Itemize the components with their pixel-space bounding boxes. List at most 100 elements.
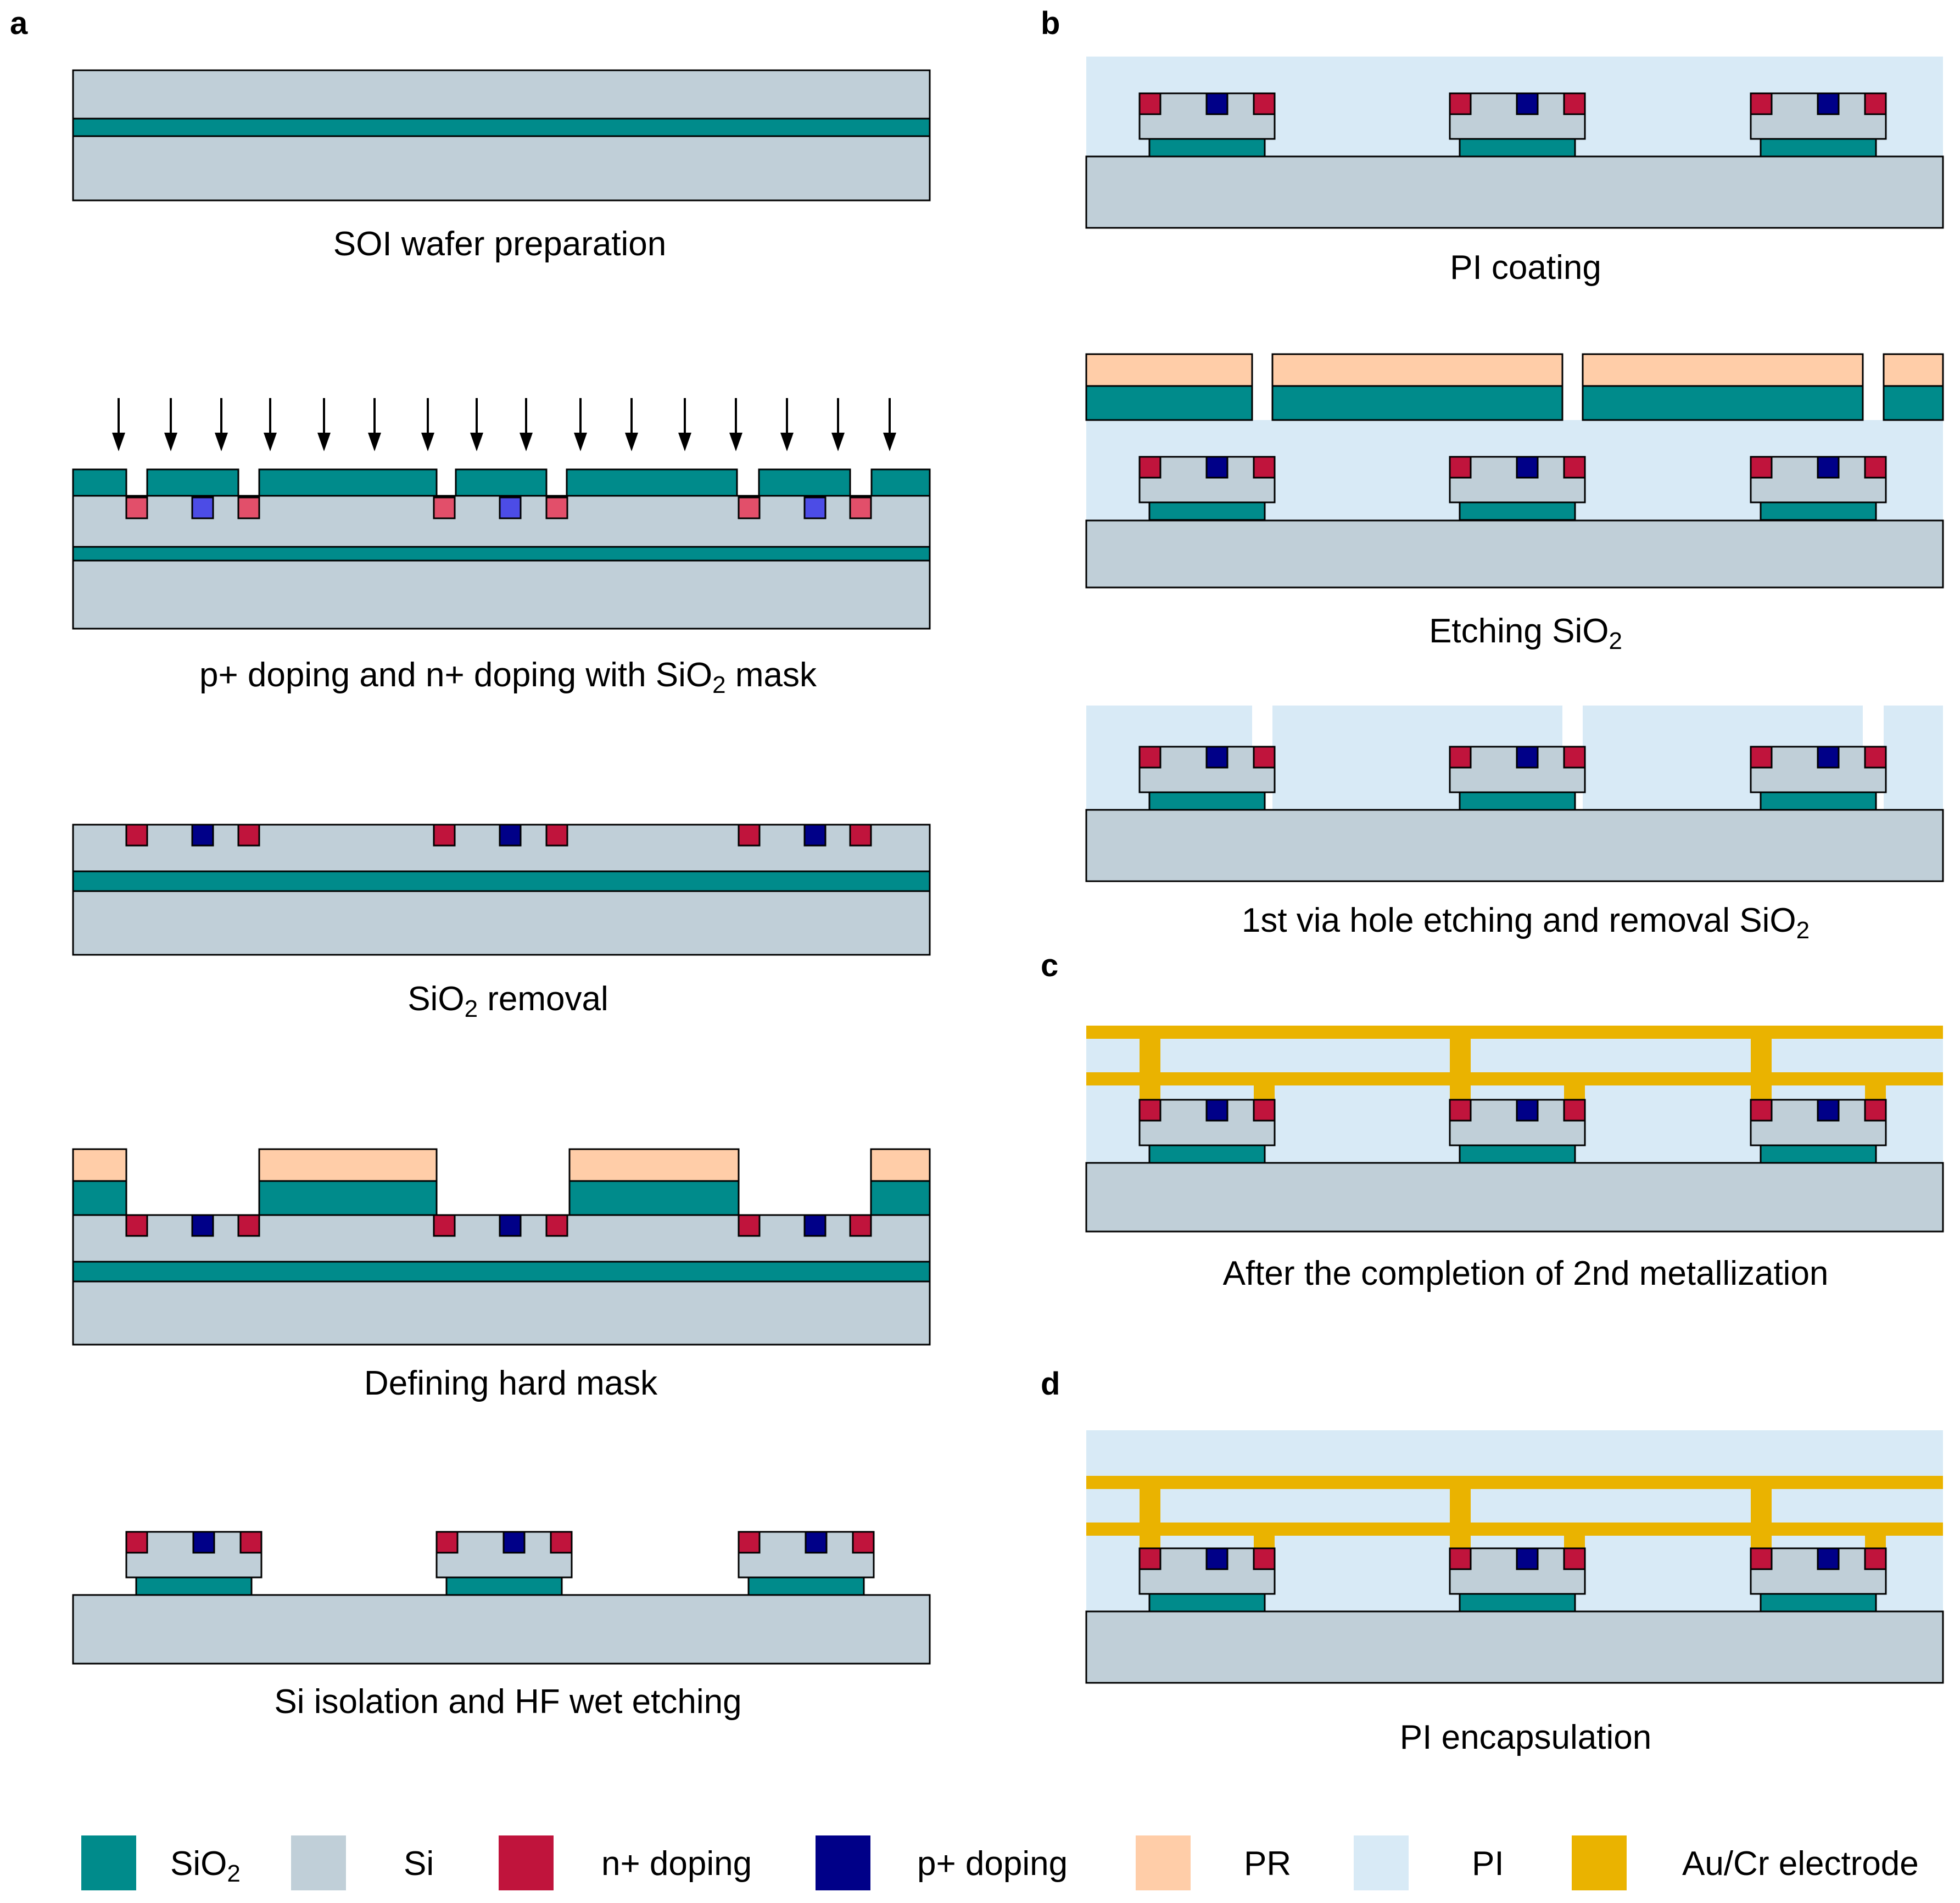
implant-arrow-head bbox=[625, 433, 638, 451]
sio2-pedestal bbox=[1148, 1144, 1266, 1164]
sio2-pedestal bbox=[747, 1576, 865, 1596]
n-doping-region bbox=[1563, 746, 1586, 769]
step-doping bbox=[72, 398, 931, 630]
n-doping-region bbox=[1563, 1547, 1586, 1570]
implant-arrow-head bbox=[883, 433, 896, 451]
n-doping-region bbox=[433, 496, 456, 519]
n-doping-region bbox=[1449, 92, 1472, 115]
step-etching-sio2 bbox=[1085, 353, 1944, 589]
n-doping-region bbox=[738, 1214, 761, 1237]
n-doping-region bbox=[545, 824, 568, 847]
caption-pi-encapsulation: PI encapsulation bbox=[1400, 1719, 1651, 1756]
n-doping-region bbox=[1253, 746, 1276, 769]
step-si-isolation bbox=[72, 1531, 931, 1665]
legend-label-sio2: SiO2 bbox=[170, 1845, 241, 1887]
n-doping-region bbox=[550, 1531, 573, 1554]
caption-soi-wafer: SOI wafer preparation bbox=[333, 225, 667, 263]
buried-oxide-layer bbox=[72, 117, 931, 137]
n-doping-region bbox=[435, 1531, 459, 1554]
n-doping-region bbox=[1138, 1547, 1162, 1570]
buried-oxide-layer bbox=[72, 1261, 931, 1283]
p-doping-region bbox=[1516, 1547, 1539, 1570]
n-doping-region bbox=[1750, 1099, 1773, 1122]
si-substrate bbox=[72, 890, 931, 956]
panel-label-b: b bbox=[1041, 5, 1060, 41]
step-pi-encapsulation bbox=[1085, 1430, 1944, 1684]
step-hard-mask bbox=[72, 1148, 931, 1346]
n-doping-region bbox=[738, 1531, 761, 1554]
sio2-etch-mask bbox=[1085, 385, 1253, 421]
p-doping-region bbox=[1205, 1099, 1229, 1122]
p-doping-region bbox=[191, 496, 214, 519]
n-doping-region bbox=[125, 1214, 148, 1237]
si-substrate bbox=[1085, 1610, 1944, 1684]
n-doping-region bbox=[1449, 456, 1472, 479]
sio2-mask-segment bbox=[870, 468, 931, 497]
si-substrate bbox=[72, 135, 931, 202]
sio2-pedestal bbox=[1459, 1144, 1576, 1164]
hard-mask-oxide bbox=[568, 1180, 740, 1216]
sio2-pedestal bbox=[1760, 791, 1877, 811]
implant-arrow-head bbox=[215, 433, 228, 451]
buried-oxide-layer bbox=[72, 870, 931, 892]
sio2-pedestal bbox=[1148, 138, 1266, 158]
step-via-hole-etching bbox=[1085, 706, 1944, 882]
n-doping-region bbox=[125, 496, 148, 519]
photoresist-segment bbox=[258, 1148, 438, 1182]
p-doping-region bbox=[1516, 746, 1539, 769]
caption-doping: p+ doping and n+ doping with SiO2 mask bbox=[199, 656, 817, 698]
p-doping-region bbox=[1817, 456, 1840, 479]
sio2-pedestal bbox=[1760, 1593, 1877, 1613]
caption-si-isolation: Si isolation and HF wet etching bbox=[274, 1683, 741, 1721]
p-doping-region bbox=[191, 1214, 214, 1237]
legend-swatch-pi bbox=[1354, 1835, 1409, 1890]
p-doping-region bbox=[1817, 1547, 1840, 1570]
implant-arrow-head bbox=[470, 433, 483, 451]
n-doping-region bbox=[1864, 1547, 1887, 1570]
caption-etching-sio2: Etching SiO2 bbox=[1429, 612, 1622, 654]
n-doping-region bbox=[1138, 456, 1162, 479]
p-doping-region bbox=[805, 1531, 828, 1554]
n-doping-region bbox=[849, 1214, 872, 1237]
caption-hard-mask: Defining hard mask bbox=[364, 1364, 658, 1402]
legend: SiO2 Si n+ doping p+ doping PR PI Au/Cr … bbox=[81, 1835, 1919, 1890]
n-doping-region bbox=[1864, 746, 1887, 769]
n-doping-region bbox=[239, 1531, 263, 1554]
n-doping-region bbox=[1563, 456, 1586, 479]
si-substrate bbox=[1085, 1162, 1944, 1233]
legend-label-p-doping: p+ doping bbox=[917, 1845, 1068, 1883]
legend-swatch-sio2 bbox=[81, 1835, 136, 1890]
legend-label-si: Si bbox=[404, 1845, 434, 1883]
sio2-pedestal bbox=[1459, 1593, 1576, 1613]
caption-via-hole-etching: 1st via hole etching and removal SiO2 bbox=[1242, 902, 1810, 944]
p-doping-region bbox=[502, 1531, 526, 1554]
sio2-pedestal bbox=[1459, 138, 1576, 158]
hard-mask-oxide bbox=[258, 1180, 438, 1216]
n-doping-region bbox=[738, 496, 761, 519]
n-doping-region bbox=[125, 1531, 148, 1554]
sio2-pedestal bbox=[1760, 501, 1877, 521]
legend-label-pi: PI bbox=[1472, 1845, 1504, 1883]
n-doping-region bbox=[849, 496, 872, 519]
n-doping-region bbox=[1449, 1099, 1472, 1122]
sio2-pedestal bbox=[1760, 1144, 1877, 1164]
n-doping-region bbox=[1253, 1099, 1276, 1122]
implant-arrow-head bbox=[421, 433, 434, 451]
n-doping-region bbox=[1253, 1547, 1276, 1570]
panel-label-a: a bbox=[10, 5, 28, 41]
n-doping-region bbox=[1864, 1099, 1887, 1122]
n-doping-region bbox=[1750, 92, 1773, 115]
sio2-mask-segment bbox=[455, 468, 548, 497]
sio2-pedestal bbox=[445, 1576, 563, 1596]
photoresist-segment bbox=[72, 1148, 127, 1182]
photoresist-segment bbox=[1582, 353, 1864, 387]
sio2-mask-segment bbox=[72, 468, 127, 497]
step-metallization bbox=[1085, 1026, 1944, 1233]
sio2-pedestal bbox=[1760, 138, 1877, 158]
n-doping-region bbox=[1138, 92, 1162, 115]
legend-label-au-cr: Au/Cr electrode bbox=[1682, 1845, 1919, 1883]
hard-mask-oxide bbox=[870, 1180, 931, 1216]
si-substrate bbox=[72, 1594, 931, 1665]
panel-label-c: c bbox=[1041, 948, 1058, 983]
